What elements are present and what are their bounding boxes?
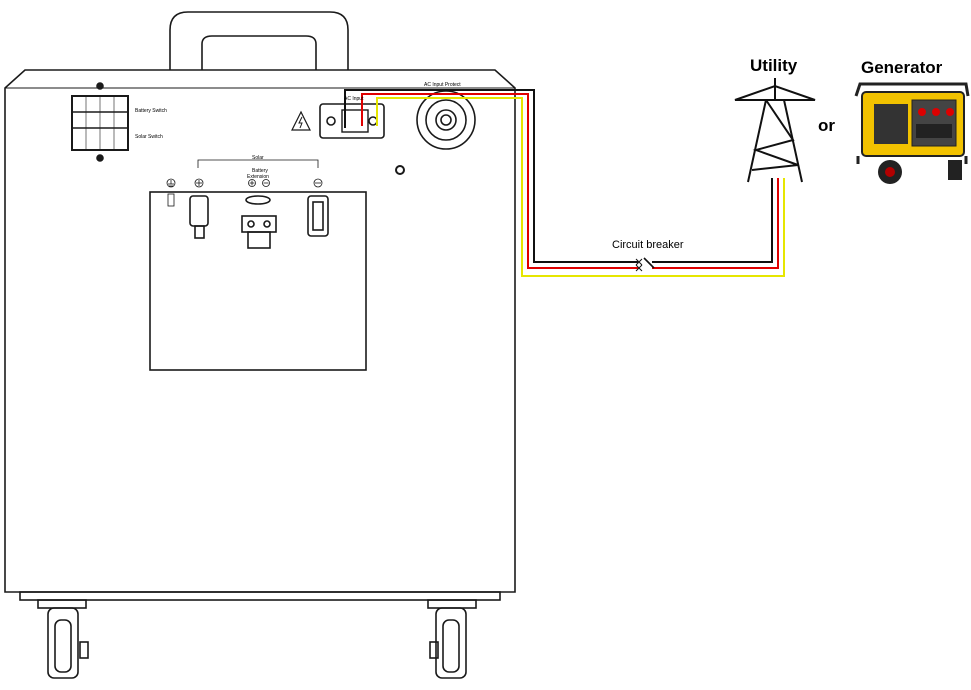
ground-wire xyxy=(376,97,785,277)
battery-extension-port xyxy=(241,195,277,249)
ac-input-socket xyxy=(319,103,385,139)
live-wire xyxy=(361,93,638,269)
solar-bracket xyxy=(197,159,319,168)
positive-terminal-icon xyxy=(194,178,204,188)
neutral-wire-utility xyxy=(652,178,773,263)
negative-terminal-icon xyxy=(262,179,270,187)
utility-label: Utility xyxy=(750,56,798,75)
right-caster-wheel xyxy=(427,599,477,679)
battery-switch-label: Battery Switch xyxy=(135,108,167,114)
carry-handle xyxy=(169,11,349,70)
solar-switch-label: Solar Switch xyxy=(135,134,163,140)
terminal-compartment xyxy=(149,191,367,371)
cabinet-base xyxy=(19,591,501,601)
or-label: or xyxy=(818,116,835,135)
high-voltage-warning-icon xyxy=(291,110,311,131)
switch-panel xyxy=(71,82,129,162)
inverter-cabinet xyxy=(4,11,516,679)
pv-positive-connector xyxy=(189,195,209,239)
neutral-wire xyxy=(344,89,638,263)
ac-input-label: AC Input xyxy=(344,96,364,102)
ground-symbol-icon xyxy=(166,178,176,207)
positive-terminal-icon xyxy=(248,179,256,187)
generator-icon xyxy=(854,82,970,184)
utility-tower-icon xyxy=(734,78,816,183)
battery-extension-label-line1: Battery xyxy=(252,168,268,174)
negative-terminal-icon xyxy=(313,178,323,188)
generator-label: Generator xyxy=(861,58,943,77)
ac-input-protect-label: AC Input Protect xyxy=(424,82,461,88)
solar-label: Solar xyxy=(252,155,264,161)
circuit-breaker-label: Circuit breaker xyxy=(612,239,684,251)
indicator-hole xyxy=(395,165,405,175)
ac-wiring xyxy=(344,89,785,277)
ac-input-protect-breaker xyxy=(416,90,476,150)
battery-extension-label-line2: Extension xyxy=(247,174,269,180)
left-caster-wheel xyxy=(37,599,89,679)
circuit-breaker-symbol xyxy=(635,257,655,272)
pv-negative-connector xyxy=(307,195,329,237)
live-wire-utility xyxy=(652,178,779,269)
